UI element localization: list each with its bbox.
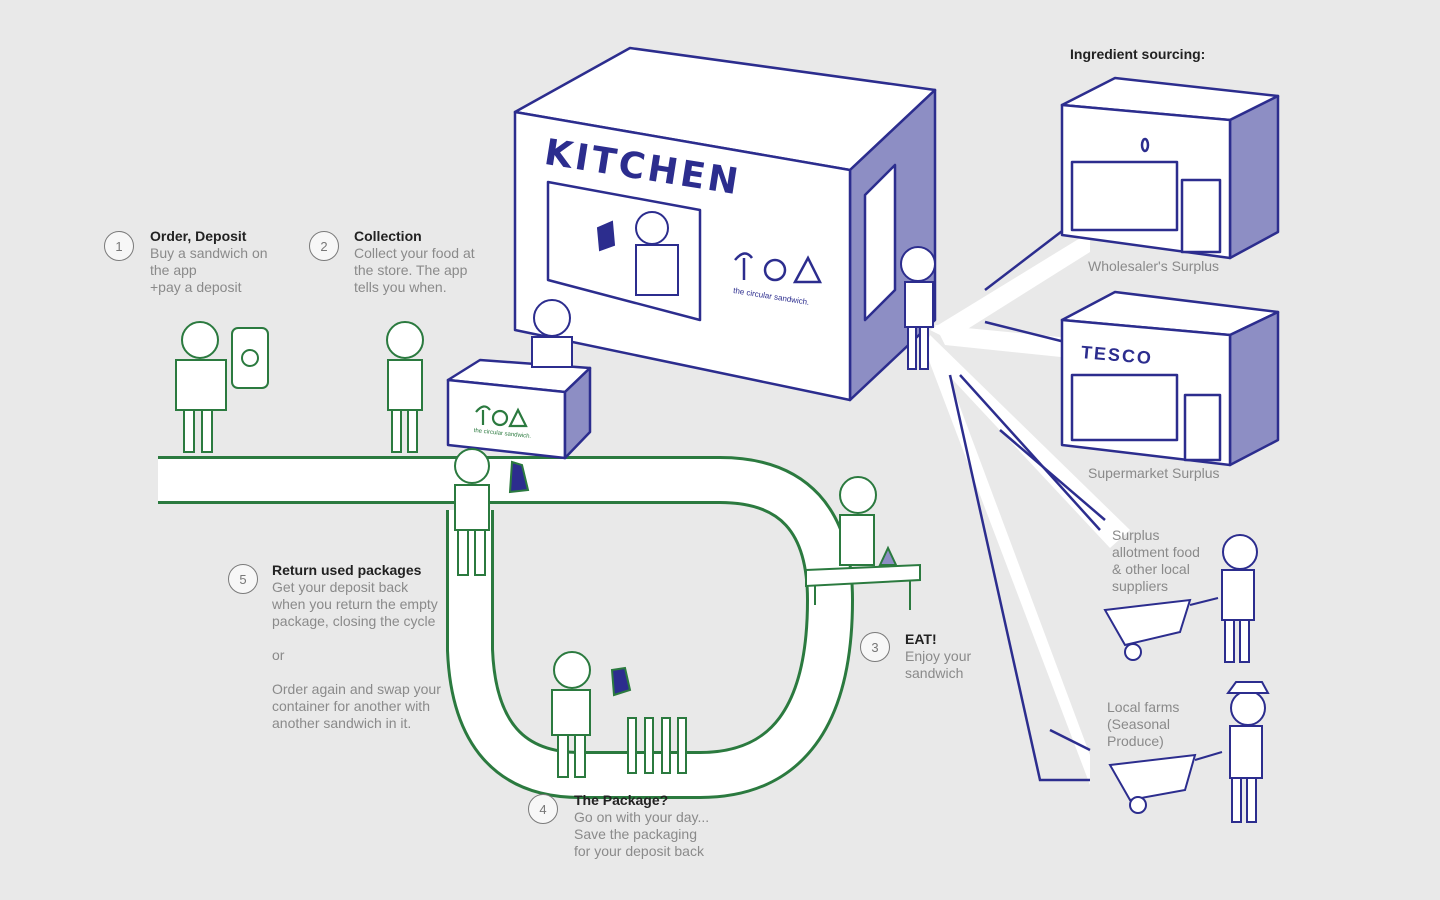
kitchen-brand-logo xyxy=(734,252,823,284)
person-returning xyxy=(454,448,530,576)
step-line: tells you when. xyxy=(354,279,447,295)
allotment-supplier xyxy=(1103,534,1258,663)
step-title: Return used packages xyxy=(272,562,422,578)
step-line: Collect your food at xyxy=(354,245,475,261)
step-title: The Package? xyxy=(574,792,669,808)
counter-worker xyxy=(531,299,573,368)
step-line: package, closing the cycle xyxy=(272,613,436,629)
step-line: container for another with xyxy=(272,698,430,714)
step-number: 3 xyxy=(860,632,890,662)
step-number: 1 xyxy=(104,231,134,261)
farms-line: Produce) xyxy=(1107,733,1164,749)
step-line: Enjoy your xyxy=(905,648,972,664)
step-line: the app xyxy=(150,262,197,278)
step-line: Order again and swap your xyxy=(272,681,441,697)
person-ordering xyxy=(175,321,269,453)
counter-brand-logo xyxy=(475,405,528,428)
loop-road xyxy=(158,456,855,799)
sourcing-heading: Ingredient sourcing: xyxy=(1070,46,1206,62)
step-title: Order, Deposit xyxy=(150,228,247,244)
side-worker xyxy=(900,246,936,370)
supermarket-label: Supermarket Surplus xyxy=(1088,465,1220,481)
step-title: EAT! xyxy=(905,631,937,647)
step-description: Collect your food at the store. The app … xyxy=(354,245,475,296)
allotment-line: allotment food xyxy=(1112,544,1200,560)
step-line: Save the packaging xyxy=(574,826,697,842)
step-title: Collection xyxy=(354,228,422,244)
step-description: Go on with your day... Save the packagin… xyxy=(574,809,709,860)
step-line: Go on with your day... xyxy=(574,809,710,825)
step-line: for your deposit back xyxy=(574,843,704,859)
step-line xyxy=(272,630,441,647)
farms-line: Local farms xyxy=(1107,699,1180,715)
farm-supplier xyxy=(1108,681,1270,823)
allotment-label: Surplus allotment food & other local sup… xyxy=(1112,527,1200,595)
supermarket-store xyxy=(1060,290,1280,467)
allotment-line: Surplus xyxy=(1112,527,1160,543)
farms-line: (Seasonal xyxy=(1107,716,1171,732)
step-number: 5 xyxy=(228,564,258,594)
step-number: 4 xyxy=(528,794,558,824)
person-collecting xyxy=(386,321,424,453)
step-description: Enjoy your sandwich xyxy=(905,648,971,682)
wholesaler-store xyxy=(1060,76,1280,260)
step-line: +pay a deposit xyxy=(150,279,242,295)
allotment-line: & other local xyxy=(1112,561,1190,577)
step-line xyxy=(272,664,441,681)
step-description: Get your deposit back when you return th… xyxy=(272,579,441,732)
step-line: the store. The app xyxy=(354,262,468,278)
farms-label: Local farms (Seasonal Produce) xyxy=(1107,699,1179,750)
step-line: Buy a sandwich on xyxy=(150,245,268,261)
supply-road-edges xyxy=(948,224,1106,782)
kitchen-worker xyxy=(596,211,679,296)
counter xyxy=(446,358,592,460)
step-line: sandwich xyxy=(905,665,964,681)
allotment-line: suppliers xyxy=(1112,578,1169,594)
person-eating xyxy=(805,476,921,610)
step-number: 2 xyxy=(309,231,339,261)
step-line: or xyxy=(272,647,285,663)
step-line: when you return the empty xyxy=(272,596,438,612)
step-description: Buy a sandwich on the app +pay a deposit xyxy=(150,245,268,296)
kitchen-building xyxy=(513,46,937,402)
step-line: Get your deposit back xyxy=(272,579,409,595)
person-carrying-package xyxy=(551,651,687,778)
step-line: another sandwich in it. xyxy=(272,715,412,731)
wholesaler-label: Wholesaler's Surplus xyxy=(1088,258,1220,274)
